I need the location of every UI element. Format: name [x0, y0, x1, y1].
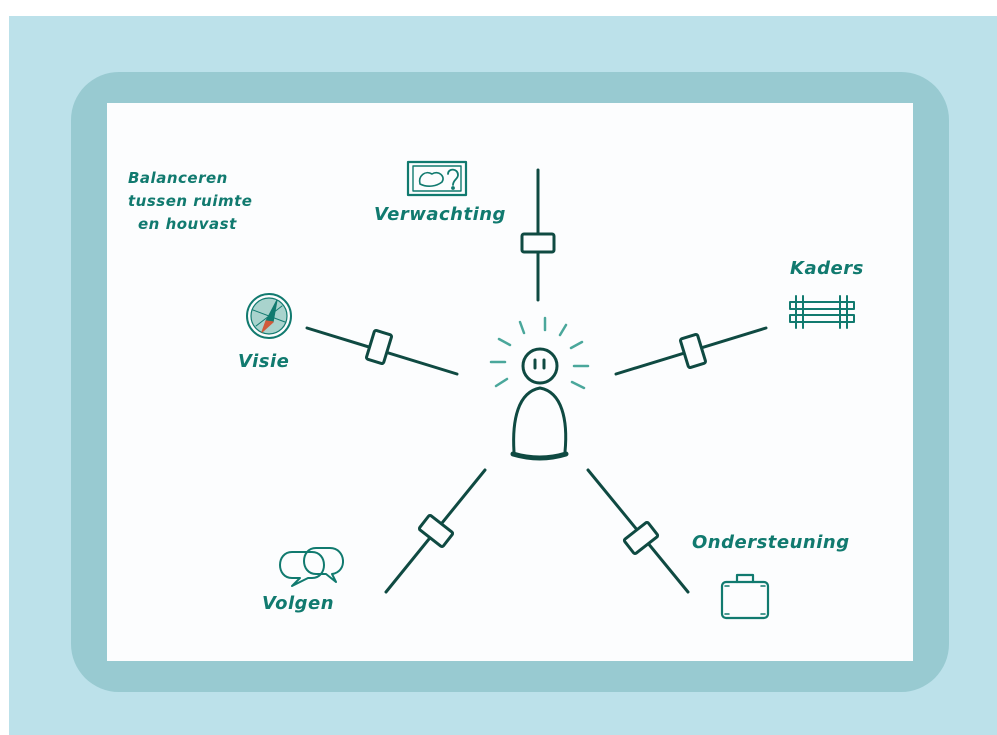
slider-kaders	[614, 326, 768, 376]
label-volgen: Volgen	[262, 593, 335, 614]
slider-handle-volgen	[417, 513, 455, 549]
caption-line-2: tussen ruimte	[128, 192, 253, 210]
slider-volgen	[384, 468, 487, 594]
person-figure-icon	[489, 316, 590, 461]
compass-icon	[246, 293, 292, 339]
fence-icon	[789, 295, 855, 329]
label-ondersteuning: Ondersteuning	[692, 532, 850, 553]
suitcase-icon	[720, 573, 770, 620]
slider-handle-visie	[365, 329, 393, 365]
label-visie: Visie	[238, 351, 290, 372]
label-verwachting: Verwachting	[374, 204, 506, 225]
diagram-canvas	[107, 103, 913, 661]
caption-line-3: en houvast	[138, 215, 237, 233]
caption-line-1: Balanceren	[128, 169, 228, 187]
slider-handle-kaders	[679, 333, 707, 369]
diagram-caption: Balanceren tussen ruimte en houvast	[128, 167, 252, 236]
speech-bubbles-icon	[279, 547, 344, 587]
label-kaders: Kaders	[790, 258, 864, 279]
slider-visie	[305, 326, 459, 376]
map-question-icon	[406, 160, 468, 197]
slider-verwachting	[520, 168, 556, 302]
slider-handle-verwachting	[520, 232, 556, 254]
radiance-lines	[489, 316, 590, 390]
slider-ondersteuning	[586, 468, 690, 594]
slider-handle-ondersteuning	[622, 520, 660, 556]
